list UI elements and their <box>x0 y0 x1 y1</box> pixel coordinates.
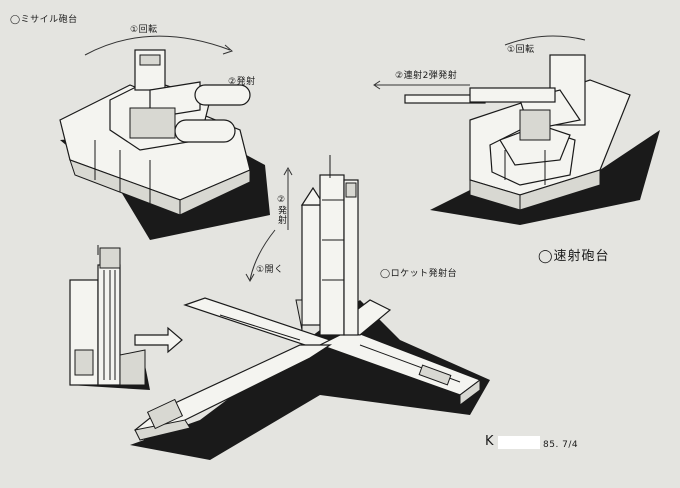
missile-rotate-label: ①回転 <box>130 25 158 35</box>
signature-date: 85. 7/4 <box>543 440 579 450</box>
missile-fire-label: ②発射 <box>228 77 256 87</box>
rapid-turret-caption: ◯速射砲台 <box>538 249 610 264</box>
missile-turret-drawing <box>59 35 270 240</box>
launch-fire-label: ②発射 <box>276 195 286 225</box>
rapid-rotate-label: ①回転 <box>507 45 535 55</box>
launch-pad-drawing <box>130 155 490 460</box>
folded-tower-drawing <box>69 245 183 390</box>
launch-open-label: ①開く <box>256 265 284 275</box>
rapid-fire-label: ②連射2弾発射 <box>395 71 458 81</box>
launch-pad-caption: ◯ロケット発射台 <box>380 269 458 279</box>
signature-initial: K <box>485 434 495 449</box>
sheet-title: ◯ミサイル砲台 <box>10 15 78 25</box>
redaction-box <box>498 436 540 449</box>
rapid-turret-drawing <box>373 35 660 225</box>
